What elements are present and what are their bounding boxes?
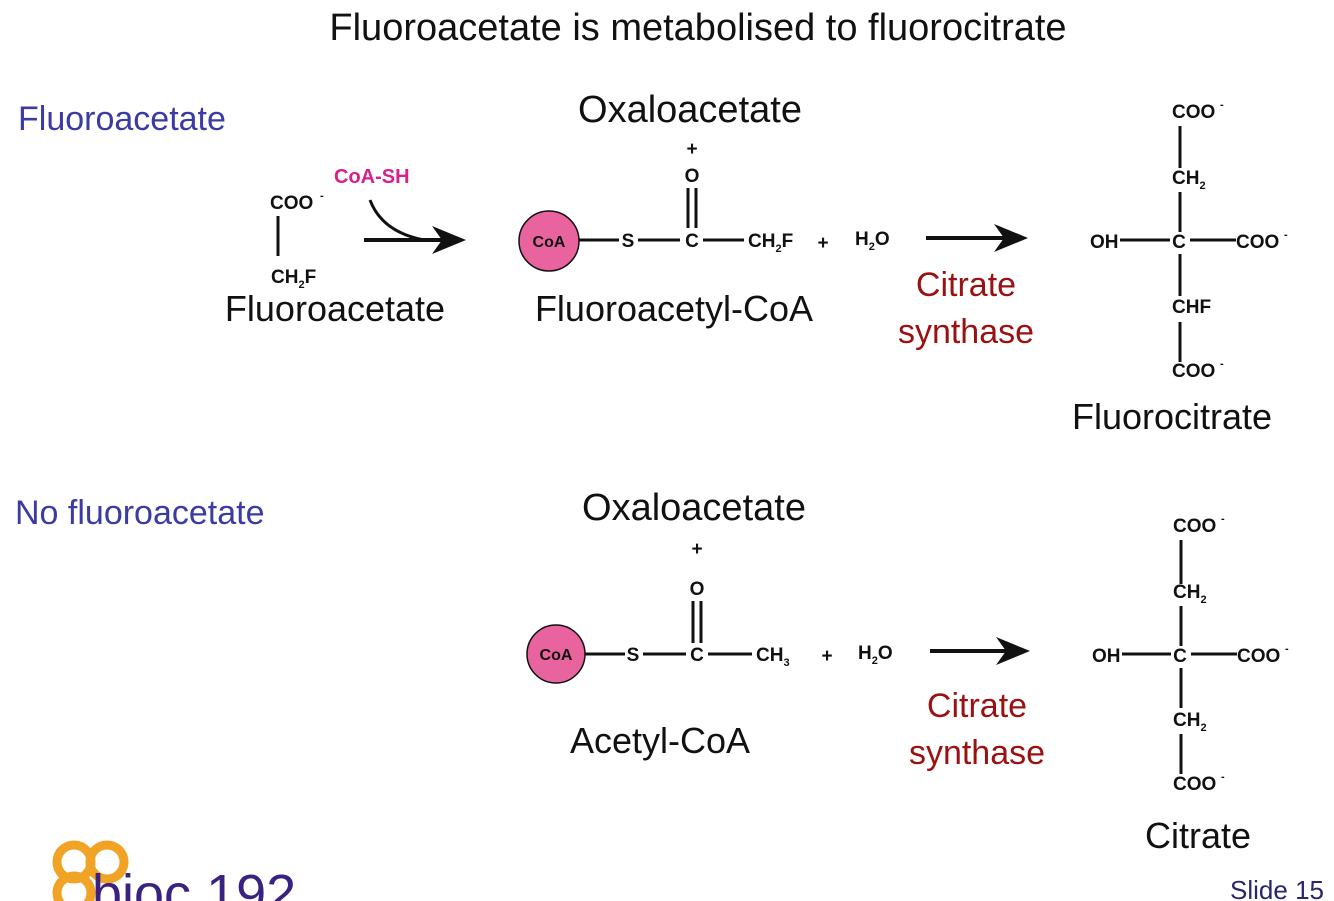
carbonyl-carbon-label: C [690, 645, 704, 666]
sulfur-label: S [622, 231, 635, 252]
bioc-logo: bioc 192 [52, 840, 296, 901]
fluorocitrate-name: Fluorocitrate [1072, 396, 1272, 437]
charge-sign: - [1221, 513, 1225, 525]
slide-title: Fluoroacetate is metabolised to fluoroci… [329, 7, 1066, 49]
reaction-arrow-3-head [996, 637, 1030, 665]
oxaloacetate-label: Oxaloacetate [578, 89, 802, 131]
citrate-name: Citrate [1145, 815, 1251, 856]
coa-label: CoA [533, 234, 566, 251]
fluoroacetate-name: Fluoroacetate [225, 288, 445, 329]
fluoroacetate-coo-label: COO [270, 193, 313, 214]
fluorocitrate-coo-top: COO [1172, 102, 1215, 123]
fluoroacetate-ch2f-label: CH2F [271, 267, 316, 291]
bottom-reaction: Oxaloacetate + O CoA S C CH3 + H2O Acety… [526, 487, 1289, 856]
plus-sign: + [686, 139, 697, 160]
water-label: H2O [858, 643, 893, 667]
plus-sign-2: + [821, 646, 832, 667]
citrate-central-c: C [1173, 646, 1187, 667]
logo-mark-icon [52, 840, 129, 901]
enzyme-citrate-label: Citrate [927, 687, 1027, 725]
charge-sign: - [1220, 358, 1224, 370]
plus-sign: + [691, 539, 702, 560]
top-reaction: COO - CH2F Fluoroacetate CoA-SH Oxaloace… [225, 89, 1288, 437]
slide-number: Slide 15 [1230, 875, 1324, 901]
citrate-ch2-top-label: CH2 [1173, 582, 1207, 606]
section-label-fluoroacetate: Fluoroacetate [18, 100, 226, 138]
reaction-arrow-1-head [432, 226, 466, 254]
fluorocitrate-central-c: C [1172, 232, 1186, 253]
fluorocitrate-oh-label: OH [1090, 232, 1119, 253]
carbonyl-o-label: O [690, 579, 705, 600]
acetyl-coa-name: Acetyl-CoA [570, 720, 750, 761]
coa-label: CoA [540, 647, 573, 664]
coa-sh-curved-arrow [368, 199, 425, 242]
fluoroacetyl-coa-name: Fluoroacetyl-CoA [535, 288, 813, 329]
fluorocitrate-coo-right: COO [1236, 232, 1279, 253]
charge-sign: - [1284, 229, 1288, 241]
carbonyl-o-label: O [685, 166, 700, 187]
ch3-label: CH3 [756, 645, 790, 669]
ch2f-label: CH2F [748, 231, 793, 255]
citrate-coo-right: COO [1237, 646, 1280, 667]
sulfur-label: S [627, 645, 640, 666]
fluorocitrate-ch2-label: CH2 [1172, 168, 1206, 192]
citrate-coo-top: COO [1173, 516, 1216, 537]
charge-sign: - [1285, 643, 1289, 655]
carbonyl-carbon-label: C [685, 231, 699, 252]
charge-sign: - [320, 190, 324, 202]
coa-sh-label: CoA-SH [334, 166, 410, 188]
fluorocitrate-coo-bottom: COO [1172, 361, 1215, 382]
charge-sign: - [1220, 99, 1224, 111]
reaction-arrow-2-head [994, 224, 1028, 252]
citrate-coo-bottom: COO [1173, 774, 1216, 795]
enzyme-citrate-label: Citrate [916, 266, 1016, 304]
citrate-oh-label: OH [1092, 646, 1121, 667]
enzyme-synthase-label: synthase [898, 313, 1034, 351]
water-label: H2O [855, 229, 890, 253]
fluorocitrate-chf-label: CHF [1172, 297, 1211, 318]
enzyme-synthase-label: synthase [909, 734, 1045, 772]
logo-text: bioc 192 [92, 864, 296, 901]
charge-sign: - [1221, 771, 1225, 783]
oxaloacetate-label: Oxaloacetate [582, 487, 806, 529]
citrate-ch2-bottom-label: CH2 [1173, 710, 1207, 734]
section-label-no-fluoroacetate: No fluoroacetate [15, 494, 265, 532]
plus-sign-2: + [817, 233, 828, 254]
